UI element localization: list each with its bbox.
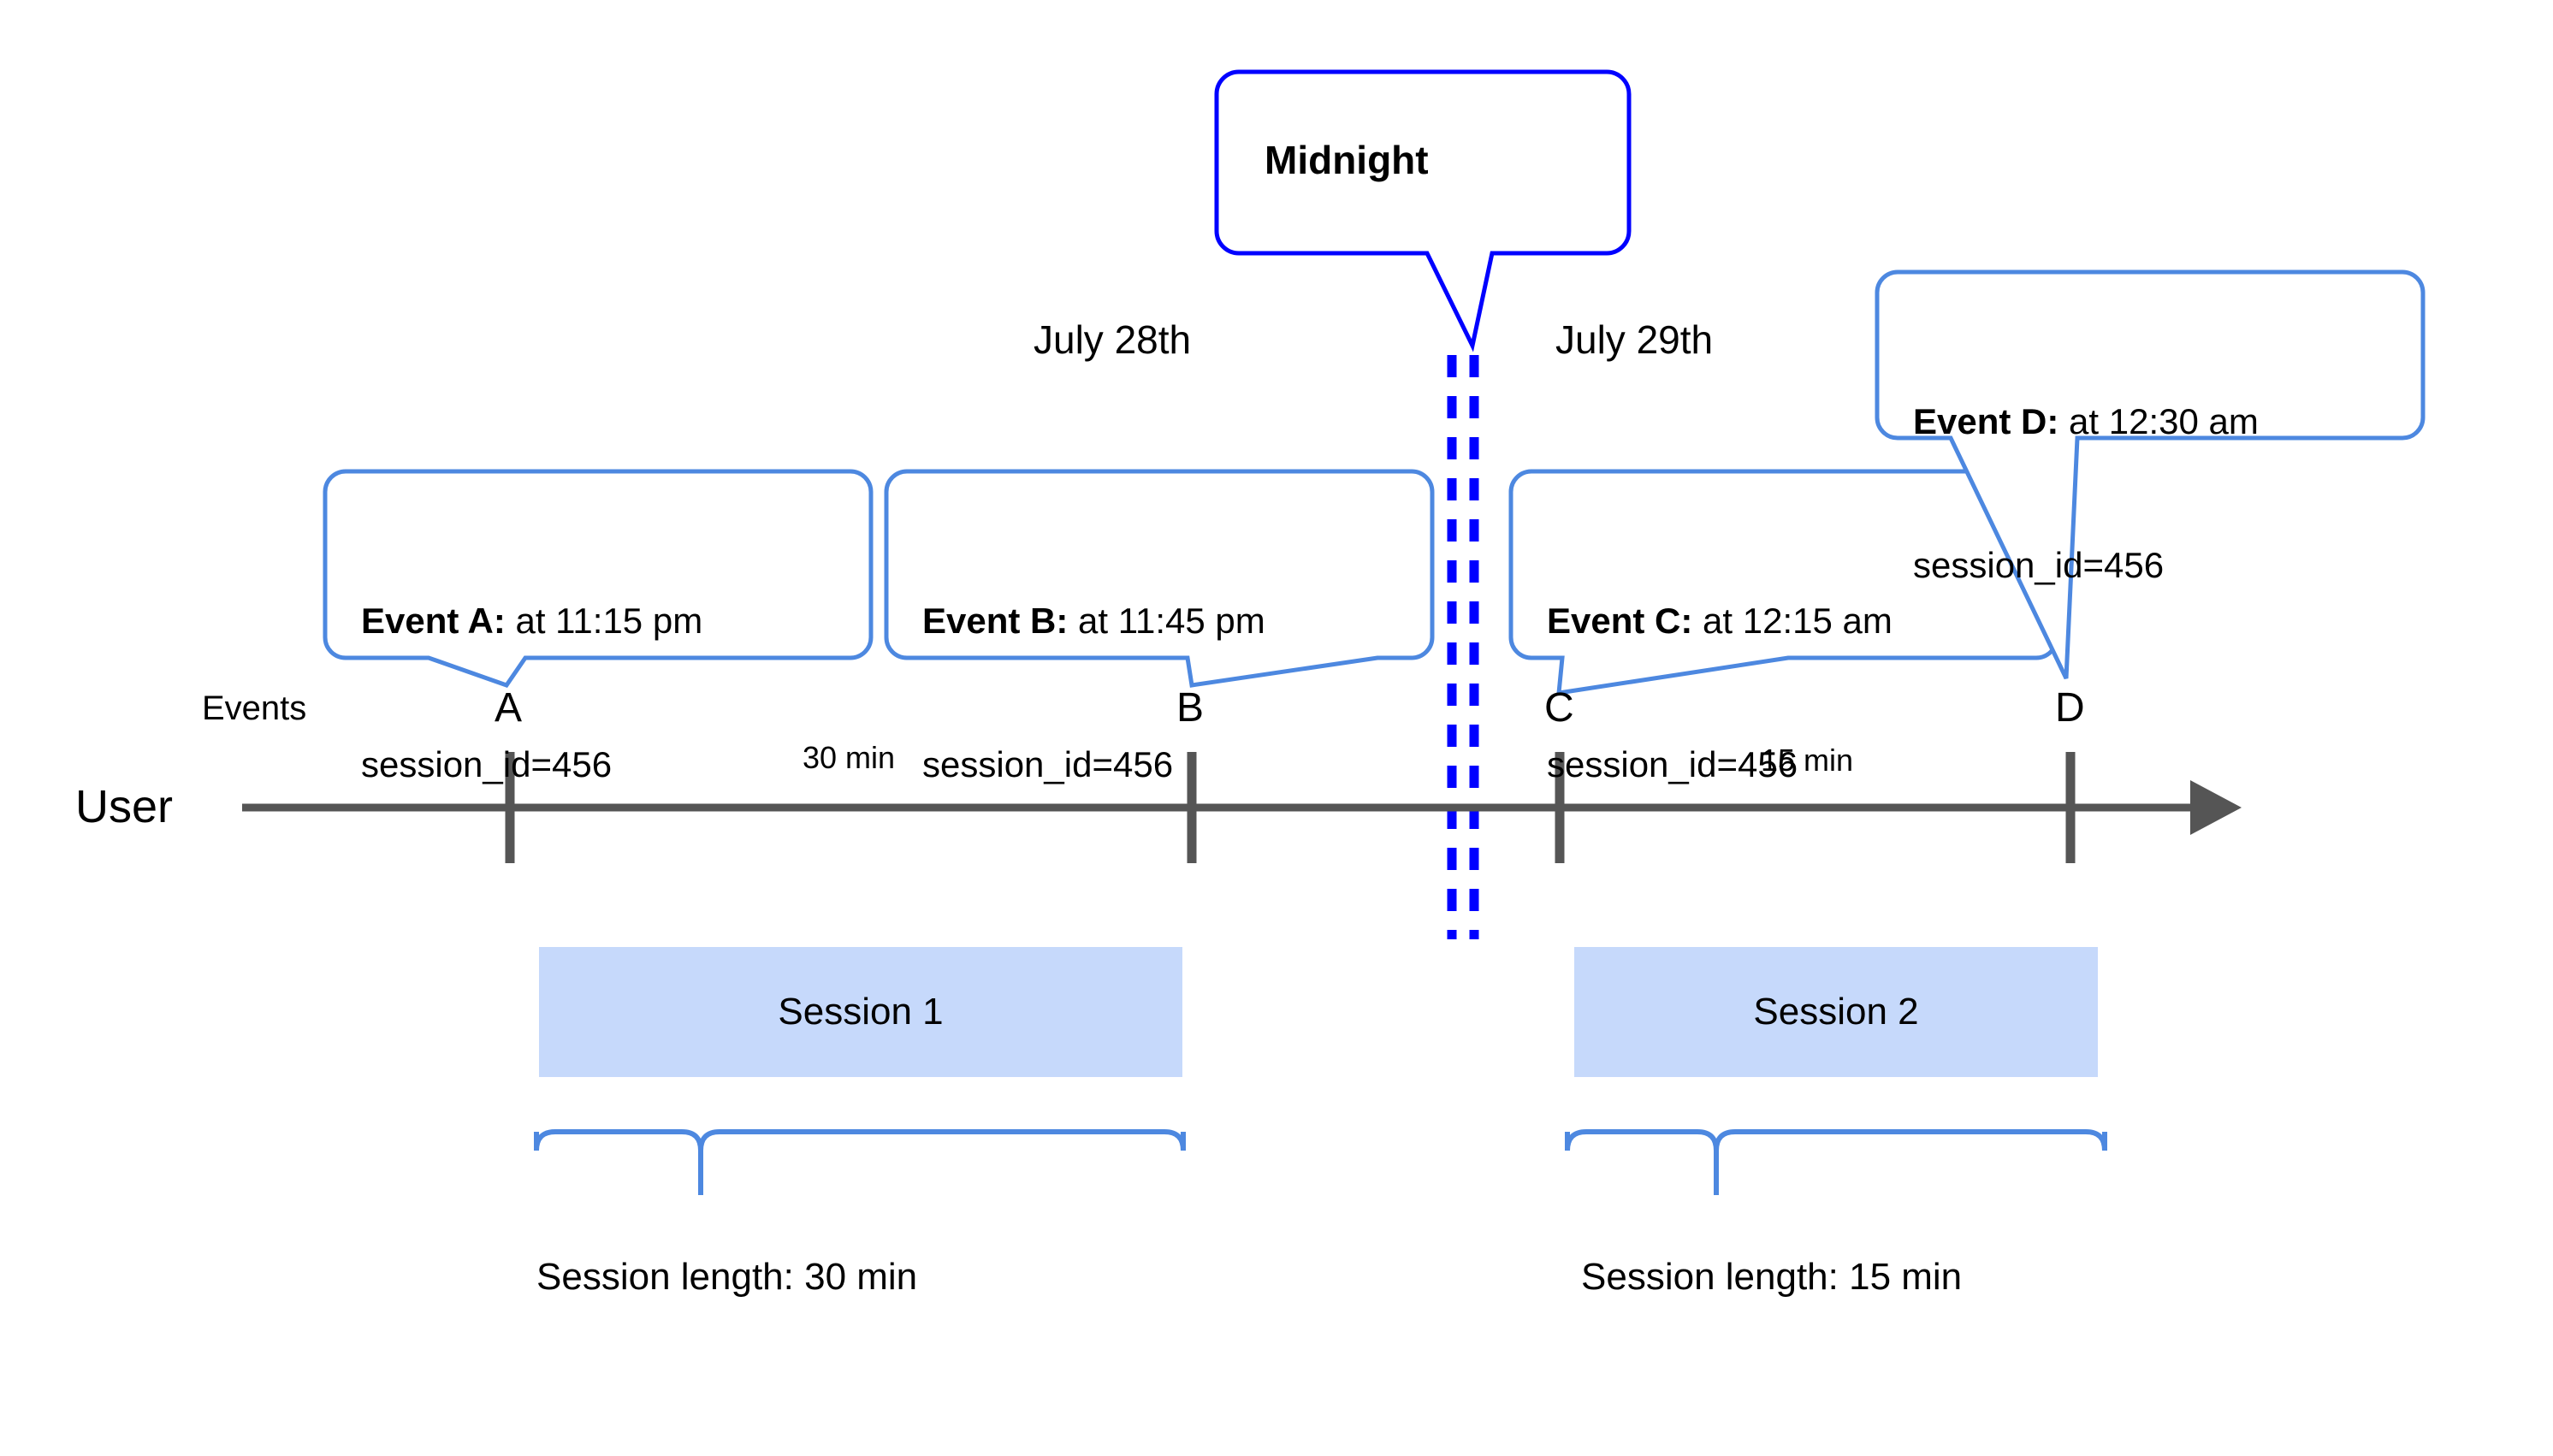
event-d-callout-text: Event D: at 12:30 am session_id=456 — [1913, 302, 2259, 685]
midnight-label: Midnight — [1265, 138, 1429, 182]
duration-label-15min: 15 min — [1761, 743, 1854, 778]
event-d-title: Event D: — [1913, 401, 2059, 441]
date-label-july-28: July 28th — [1034, 317, 1192, 362]
session-2-box — [1574, 947, 2098, 1077]
event-c-title: Event C: — [1547, 601, 1693, 641]
session-1-length-label: Session length: 30 min — [536, 1256, 918, 1298]
event-c-time: at 12:15 am — [1692, 601, 1893, 641]
session-1-label: Session 1 — [778, 991, 944, 1033]
tick-letter-b: B — [1176, 685, 1205, 731]
midnight-callout-shape — [1214, 69, 1632, 352]
tick-letter-c: C — [1544, 685, 1574, 731]
event-a-title: Event A: — [361, 601, 506, 641]
event-a-time: at 11:15 pm — [505, 601, 703, 641]
session-1-brace — [534, 1129, 1186, 1195]
event-b-session-id: session_id=456 — [922, 744, 1174, 784]
tick-letter-a: A — [495, 685, 523, 731]
event-b-callout-text: Event B: at 11:45 pm session_id=456 — [922, 501, 1265, 885]
session-2-brace — [1565, 1129, 2107, 1195]
session-2-label: Session 2 — [1753, 991, 1919, 1033]
right-arrow-icon — [2190, 780, 2242, 835]
event-d-callout-shape — [1875, 269, 2426, 680]
session-1-box — [539, 947, 1182, 1077]
date-label-july-29: July 29th — [1555, 317, 1714, 362]
event-c-session-id: session_id=456 — [1547, 744, 1798, 784]
event-c-callout-text: Event C: at 12:15 am session_id=456 — [1547, 501, 1893, 885]
session-2-length-label: Session length: 15 min — [1581, 1256, 1963, 1298]
event-b-title: Event B: — [922, 601, 1069, 641]
event-a-session-id: session_id=456 — [361, 744, 613, 784]
timeline-axis — [242, 752, 2242, 863]
event-a-callout-text: Event A: at 11:15 pm session_id=456 — [361, 501, 702, 885]
duration-label-30min: 30 min — [803, 740, 896, 775]
event-b-time: at 11:45 pm — [1068, 601, 1265, 641]
axis-events-label: Events — [202, 690, 307, 727]
event-a-callout-shape — [323, 469, 874, 688]
axis-row-label-user: User — [75, 781, 174, 832]
tick-letter-d: D — [2055, 685, 2085, 731]
event-b-callout-shape — [884, 469, 1435, 688]
midnight-divider-lines — [1447, 355, 1479, 939]
event-d-time: at 12:30 am — [2058, 401, 2259, 441]
event-d-session-id: session_id=456 — [1913, 545, 2165, 585]
